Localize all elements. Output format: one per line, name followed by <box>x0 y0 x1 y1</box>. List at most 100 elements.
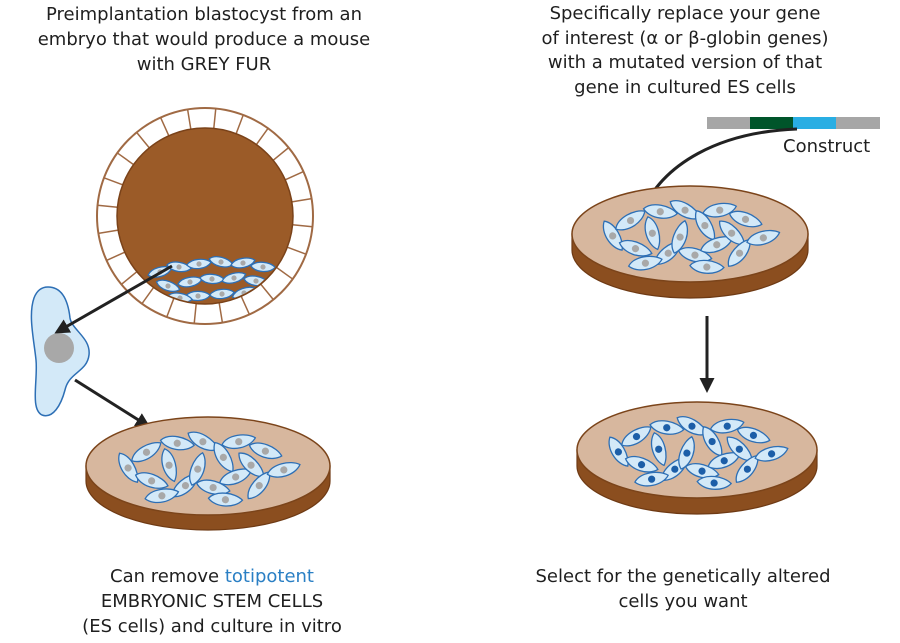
cell-nucleus <box>165 283 171 289</box>
caption-line: with GREY FUR <box>136 54 272 75</box>
cell-nucleus <box>158 492 166 500</box>
cell-nucleus <box>723 422 731 430</box>
cell-nucleus <box>219 453 227 461</box>
cell-nucleus <box>232 473 240 481</box>
trophoblast-cell-wall <box>186 109 192 130</box>
cell-nucleus <box>209 276 215 282</box>
construct-segment-cyan <box>793 117 836 129</box>
es-cell <box>186 451 210 487</box>
cell-nucleus <box>698 467 706 475</box>
trophoblast-cell-wall <box>193 303 197 324</box>
es-cell <box>642 202 678 220</box>
es-cell <box>599 218 627 254</box>
cell-nucleus <box>253 278 259 284</box>
culture-dish-transfected <box>571 185 809 299</box>
arrow-extract-icm <box>54 264 173 334</box>
cell-nucleus <box>735 445 743 453</box>
trophoblast-cell-wall <box>292 224 313 228</box>
cell-nucleus <box>656 208 664 216</box>
es-cell <box>114 450 142 486</box>
cell-nucleus <box>209 483 217 492</box>
trophoblast-cell-wall <box>275 266 294 280</box>
cell-nucleus <box>231 275 237 281</box>
cell-nucleus <box>648 475 656 483</box>
cell-nucleus <box>728 229 736 237</box>
cell-nucleus <box>626 216 635 225</box>
cell-nucleus <box>710 479 718 487</box>
es-cell <box>230 256 256 269</box>
caption-line: (ES cells) and culture in vitro <box>82 616 342 637</box>
trophoblast-cell-wall <box>166 298 175 318</box>
arrow-to-culture <box>74 378 151 428</box>
trophoblast-cell-wall <box>141 286 155 305</box>
es-cell <box>144 486 180 504</box>
cell-nucleus <box>631 244 640 253</box>
cell-nucleus <box>749 431 758 440</box>
es-cell <box>668 219 692 255</box>
trophoblast-segments <box>97 108 313 324</box>
cell-nucleus <box>743 465 752 473</box>
extracted-es-cell <box>30 286 90 417</box>
cell-nucleus <box>641 259 649 267</box>
cell-nucleus <box>218 259 224 265</box>
es-cell <box>648 431 669 467</box>
es-cell <box>129 438 165 466</box>
cell-nucleus <box>676 233 684 241</box>
es-cell <box>642 215 663 251</box>
cell-nucleus <box>260 264 266 270</box>
es-cell <box>159 447 180 483</box>
es-cell <box>675 435 699 471</box>
cell-nucleus <box>713 241 721 249</box>
cell-nucleus <box>176 264 182 270</box>
trophoblast-cell-wall <box>97 204 118 208</box>
cell-nucleus <box>735 249 744 257</box>
caption-line: Can remove totipotent <box>2 564 422 589</box>
trophoblast-cell-wall <box>116 152 135 166</box>
es-cell <box>697 475 732 491</box>
cell-nucleus <box>280 466 288 474</box>
caption-line: EMBRYONIC STEM CELLS <box>100 591 324 612</box>
trophoblast-cell-wall <box>120 271 138 285</box>
cell-nucleus <box>767 450 776 458</box>
cell-nucleus <box>681 206 689 214</box>
cell-nucleus <box>142 448 151 456</box>
es-cell <box>702 201 738 219</box>
es-cell <box>691 208 719 244</box>
es-cell <box>159 434 195 452</box>
caption-line: Specifically replace your gene <box>549 3 821 24</box>
construct-segment-green <box>750 117 793 129</box>
cell-nucleus <box>187 279 193 285</box>
cell-nucleus <box>194 465 202 473</box>
cell-nucleus <box>688 422 696 430</box>
es-cell <box>619 422 655 450</box>
construct-flank-right <box>836 117 880 129</box>
dish-surface <box>576 401 818 499</box>
cell-nucleus <box>614 448 622 456</box>
es-cell <box>221 270 247 285</box>
culture-dish-es-cells <box>85 416 331 531</box>
cell-nucleus <box>124 464 132 472</box>
trophoblast-cell-wall <box>213 108 217 129</box>
cell-nucleus <box>181 482 190 490</box>
cell-nucleus <box>716 206 724 214</box>
cell-nucleus <box>261 447 269 455</box>
es-cell <box>134 469 170 493</box>
cell-nucleus <box>703 263 711 271</box>
caption-select: Select for the genetically altered cells… <box>473 564 893 614</box>
es-cell <box>684 460 720 481</box>
cell-nucleus <box>247 461 255 469</box>
trophoblast-cell-wall <box>98 229 119 235</box>
cell-nucleus <box>148 477 156 485</box>
es-cell <box>727 207 763 231</box>
es-cell <box>709 417 745 435</box>
caption-replace-gene: Specifically replace your gene of intere… <box>475 2 895 100</box>
caption-line: Preimplantation blastocyst from an <box>46 4 362 25</box>
cell-nucleus <box>196 261 202 267</box>
cell-nucleus <box>683 449 691 457</box>
cell-nucleus <box>199 438 207 446</box>
cell-nucleus <box>221 496 230 504</box>
cell-nucleus <box>165 461 173 469</box>
dish-surface <box>85 416 331 516</box>
caption-es-cells: Can remove totipotent EMBRYONIC STEM CEL… <box>2 564 422 639</box>
cell-nucleus <box>195 293 201 299</box>
